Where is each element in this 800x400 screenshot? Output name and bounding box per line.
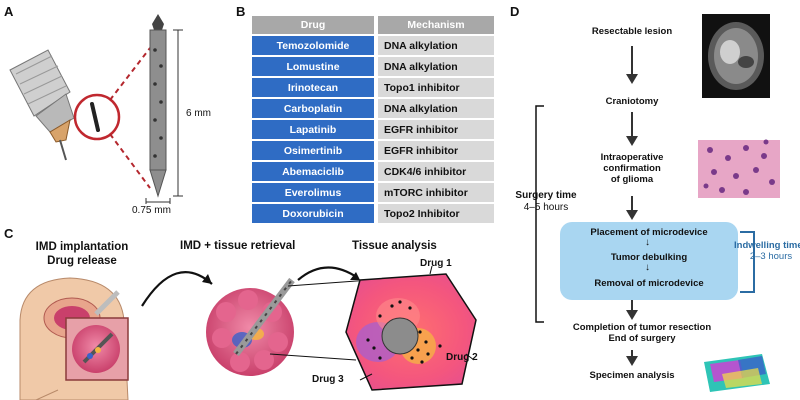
patient-head-illustration xyxy=(19,277,129,400)
step-craniotomy: Craniotomy xyxy=(605,96,659,107)
step-retrieval-label: IMD + tissue retrieval xyxy=(180,240,296,252)
step-resectable-lesion: Resectable lesion xyxy=(591,26,673,37)
drug2-label: Drug 2 xyxy=(446,352,478,363)
microdevice-workflow-box xyxy=(560,222,738,300)
panel-d-flow-graphics xyxy=(535,14,780,392)
indwelling-time-label: Indwelling time 2–3 hours xyxy=(734,240,800,262)
panel-a-figure xyxy=(9,14,183,204)
step-placement: Placement of microdevice xyxy=(590,227,708,238)
zoom-dashed-line-top xyxy=(109,47,151,101)
panel-d-letter: D xyxy=(510,4,520,19)
drug-name: Doxorubicin xyxy=(252,204,374,223)
drug3-label: Drug 3 xyxy=(312,374,344,385)
step-analysis-label: Tissue analysis xyxy=(352,240,437,252)
retrieved-tissue xyxy=(206,277,295,376)
width-label: 0.75 mm xyxy=(132,205,171,216)
header-drug: Drug xyxy=(252,16,374,34)
length-label: 6 mm xyxy=(186,108,211,119)
header-mechanism: Mechanism xyxy=(378,16,494,34)
surgery-time-label: Surgery time 4–5 hours xyxy=(515,190,577,213)
tissue-section xyxy=(345,273,477,391)
drug-mechanism: mTORC inhibitor xyxy=(378,183,494,202)
step-intraoperative-confirmation: Intraoperative confirmation of glioma xyxy=(600,152,664,185)
specimen-analysis-image xyxy=(704,354,770,392)
injector-device xyxy=(9,49,75,161)
arrow-down-icon: ↓ xyxy=(645,237,650,248)
surgery-time-bracket xyxy=(535,105,544,323)
drug-mechanism: Topo2 Inhibitor xyxy=(378,204,494,223)
arrow-down-icon: ↓ xyxy=(645,262,650,273)
panel-c-figure xyxy=(19,265,477,400)
step-specimen-analysis: Specimen analysis xyxy=(589,370,675,381)
drug1-label: Drug 1 xyxy=(420,258,452,269)
step-implantation-label: IMD implantation Drug release xyxy=(35,241,129,267)
drug-mechanism: DNA alkylation xyxy=(378,36,494,55)
step-removal: Removal of microdevice xyxy=(594,278,704,289)
drug-name: Everolimus xyxy=(252,183,374,202)
panel-b-letter: B xyxy=(236,4,246,19)
drug-mechanism: DNA alkylation xyxy=(378,99,494,118)
zoom-dashed-line-bottom xyxy=(109,133,151,189)
panel-c-letter: C xyxy=(4,226,14,241)
arrow-implant-to-retrieval xyxy=(141,271,213,307)
drug-name: Abemaciclib xyxy=(252,162,374,181)
table-header-row: Drug Mechanism xyxy=(252,16,494,34)
step-tumor-debulking: Tumor debulking xyxy=(610,252,688,263)
drug-name: Irinotecan xyxy=(252,78,374,97)
step-completion: Completion of tumor resection End of sur… xyxy=(572,322,712,344)
drug-name: Osimertinib xyxy=(252,141,374,160)
drug-name: Temozolomide xyxy=(252,36,374,55)
drug-name: Carboplatin xyxy=(252,99,374,118)
panel-a-letter: A xyxy=(4,4,14,19)
mri-scan-image xyxy=(702,14,770,98)
drug-name: Lomustine xyxy=(252,57,374,76)
microdevice xyxy=(149,14,167,198)
drug-name: Lapatinib xyxy=(252,120,374,139)
arrow-retrieval-to-analysis xyxy=(297,266,359,281)
histology-image xyxy=(698,139,780,198)
indwelling-bracket xyxy=(740,231,755,293)
drug-mechanism: Topo1 inhibitor xyxy=(378,78,494,97)
drug-mechanism: DNA alkylation xyxy=(378,57,494,76)
drug-mechanism: EGFR inhibitor xyxy=(378,141,494,160)
drug-mechanism: CDK4/6 inhibitor xyxy=(378,162,494,181)
drug-mechanism: EGFR inhibitor xyxy=(378,120,494,139)
